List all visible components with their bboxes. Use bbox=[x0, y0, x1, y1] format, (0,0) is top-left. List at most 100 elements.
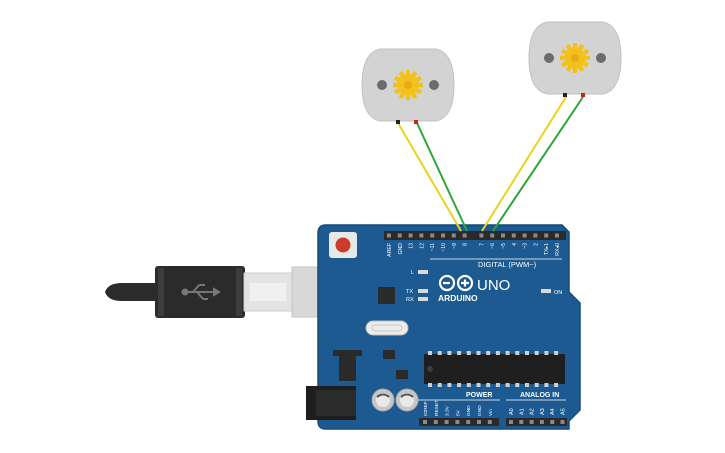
analog-pin-label: A2 bbox=[530, 408, 536, 415]
svg-text:RX: RX bbox=[406, 297, 414, 303]
digital-pin-label: 8 bbox=[463, 243, 469, 246]
header-hole[interactable] bbox=[522, 233, 527, 238]
analog-pin-label: A0 bbox=[509, 408, 515, 415]
dc-motor-1[interactable] bbox=[361, 48, 455, 124]
analog-pin-label: A3 bbox=[540, 408, 546, 415]
wire-motor2-green[interactable] bbox=[492, 96, 584, 232]
analog-pin-label: A4 bbox=[550, 408, 556, 415]
motor-screw bbox=[429, 80, 439, 90]
header-hole[interactable] bbox=[433, 420, 438, 424]
header-hole[interactable] bbox=[441, 233, 445, 238]
header-hole[interactable] bbox=[462, 233, 467, 238]
digital-pin-label: ~9 bbox=[452, 243, 458, 249]
header-hole[interactable] bbox=[444, 420, 449, 424]
digital-pin-label: AREF bbox=[387, 243, 393, 257]
digital-pin-label: 7 bbox=[479, 243, 485, 246]
digital-pin-label: ~3 bbox=[523, 243, 529, 249]
digital-pin-label: ~6 bbox=[490, 243, 496, 249]
digital-pin-label: 12 bbox=[419, 243, 425, 249]
model-label: UNO bbox=[477, 277, 510, 294]
header-hole[interactable] bbox=[509, 420, 513, 424]
digital-header bbox=[384, 231, 566, 240]
header-hole[interactable] bbox=[479, 233, 484, 238]
digital-pin-label: ~11 bbox=[430, 243, 436, 252]
led-tx bbox=[418, 289, 428, 293]
header-hole[interactable] bbox=[466, 420, 471, 424]
analog-pin-label: A5 bbox=[561, 408, 567, 415]
header-hole[interactable] bbox=[477, 420, 481, 424]
motor-terminal-red[interactable] bbox=[581, 93, 585, 97]
header-hole[interactable] bbox=[550, 420, 555, 424]
header-hole[interactable] bbox=[539, 420, 544, 424]
digital-pin-label: RX◂0 bbox=[555, 243, 561, 256]
power-pin-label: IOREF bbox=[423, 401, 429, 416]
header-hole[interactable] bbox=[455, 420, 460, 424]
power-pin-label: Vin bbox=[488, 409, 494, 416]
header-hole[interactable] bbox=[519, 420, 524, 424]
header-hole[interactable] bbox=[487, 420, 492, 424]
dc-motor-2[interactable] bbox=[528, 21, 622, 97]
wire-motor1-green[interactable] bbox=[416, 122, 468, 232]
digital-pin-labels: AREF GND 13 12 ~11 ~10 ~9 8 7 ~6 ~5 4 ~3 2 TX▸1 RX◂0 bbox=[387, 243, 561, 257]
arduino-uno-board[interactable]: AREF GND 13 12 ~11 ~10 ~9 8 7 ~6 ~5 4 ~3 2 TX▸1 RX◂0 DI… bbox=[306, 224, 581, 430]
digital-pin-label: TX▸1 bbox=[544, 243, 550, 255]
usb-cable-strain-relief bbox=[105, 283, 160, 301]
voltage-regulator bbox=[339, 353, 356, 381]
motor-terminal-red[interactable] bbox=[414, 120, 418, 124]
led-l bbox=[418, 270, 428, 274]
header-hole[interactable] bbox=[423, 420, 427, 424]
header-hole[interactable] bbox=[451, 233, 456, 238]
power-pin-label: RESET bbox=[434, 400, 440, 416]
header-hole[interactable] bbox=[533, 233, 538, 238]
motor-screw bbox=[377, 80, 387, 90]
wire-motor2-yellow[interactable] bbox=[481, 96, 567, 232]
usb-chip bbox=[378, 287, 395, 304]
header-hole[interactable] bbox=[387, 233, 391, 238]
power-header-label: POWER bbox=[466, 392, 492, 399]
wires[interactable] bbox=[397, 96, 584, 232]
header-hole[interactable] bbox=[397, 233, 402, 238]
motor-screw bbox=[596, 53, 606, 63]
analog-header-label: ANALOG IN bbox=[520, 392, 559, 399]
header-hole[interactable] bbox=[430, 233, 435, 238]
analog-pin-labels: A0 A1 A2 A3 A4 A5 bbox=[509, 408, 567, 415]
digital-pin-label: GND bbox=[398, 243, 404, 255]
analog-header bbox=[506, 418, 567, 426]
digital-pin-label: 2 bbox=[533, 243, 539, 246]
gear-icon bbox=[560, 43, 590, 73]
power-pin-label: GND bbox=[466, 405, 472, 416]
motor-screw bbox=[544, 53, 554, 63]
header-hole[interactable] bbox=[501, 233, 505, 238]
digital-pin-label: ~5 bbox=[501, 243, 507, 249]
header-hole[interactable] bbox=[408, 233, 413, 238]
svg-text:ON: ON bbox=[554, 290, 562, 296]
digital-header-label: DIGITAL (PWM~) bbox=[478, 260, 537, 269]
atmega-chip bbox=[424, 351, 565, 387]
header-hole[interactable] bbox=[511, 233, 516, 238]
analog-pin-label: A1 bbox=[519, 408, 525, 415]
header-hole[interactable] bbox=[555, 233, 559, 238]
header-hole[interactable] bbox=[560, 420, 565, 424]
header-hole[interactable] bbox=[529, 420, 534, 424]
capacitor-2 bbox=[395, 388, 419, 412]
motor-terminal-black[interactable] bbox=[396, 120, 400, 124]
header-hole[interactable] bbox=[544, 233, 549, 238]
gear-icon bbox=[393, 70, 423, 100]
svg-text:L: L bbox=[411, 270, 414, 276]
svg-text:TX: TX bbox=[406, 289, 413, 295]
digital-pin-label: 13 bbox=[409, 243, 415, 249]
power-pin-labels: IOREF RESET 3.3V 5V GND GND Vin bbox=[423, 400, 494, 416]
digital-pin-label: 4 bbox=[512, 243, 518, 246]
power-pin-label: GND bbox=[477, 405, 483, 416]
wire-motor1-yellow[interactable] bbox=[397, 122, 462, 232]
power-pin-label: 5V bbox=[455, 409, 461, 416]
capacitor-1 bbox=[371, 388, 395, 412]
digital-pin-label: ~10 bbox=[441, 243, 447, 252]
arduino-infinity-logo bbox=[438, 274, 474, 292]
brand-label: ARDUINO bbox=[438, 293, 478, 303]
header-hole[interactable] bbox=[419, 233, 424, 238]
motor-terminal-black[interactable] bbox=[563, 93, 567, 97]
power-pin-label: 3.3V bbox=[445, 405, 451, 416]
header-hole[interactable] bbox=[490, 233, 495, 238]
